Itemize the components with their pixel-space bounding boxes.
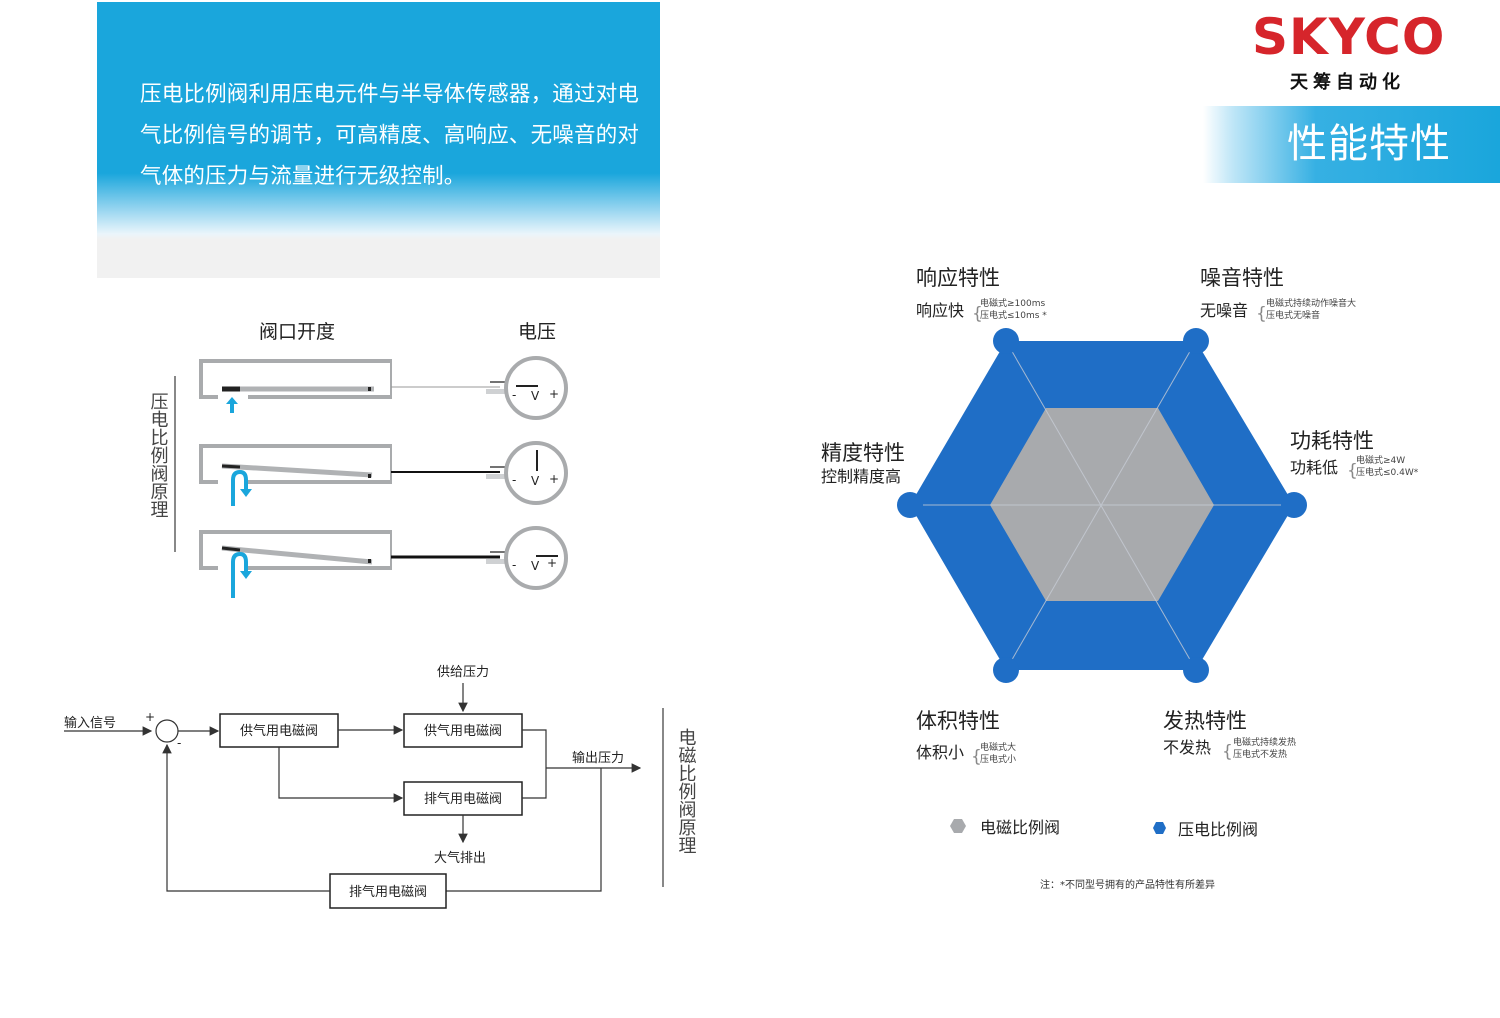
col-valve-label: 阀口开度	[259, 321, 335, 343]
meter2-minus: -	[512, 473, 516, 487]
axis-noise-note1: 电磁式持续动作噪音大	[1266, 297, 1356, 309]
axis-power-title: 功耗特性	[1290, 429, 1374, 453]
axis-noise-note2: 压电式无噪音	[1266, 309, 1320, 321]
performance-tab: 性能特性	[1203, 106, 1500, 183]
svg-text:{: {	[1222, 742, 1233, 762]
svg-text:{: {	[1347, 461, 1358, 481]
meter1-minus: -	[512, 388, 516, 402]
solenoid-control-diagram: 输入信号 + - 供气用电磁阀 供给压力 供气用电磁阀 排气用电磁阀 输出压力 …	[64, 665, 697, 909]
legend-electromagnetic-icon	[950, 819, 966, 833]
valve-state-half-open: - V +	[199, 441, 568, 506]
col-voltage-label: 电压	[518, 321, 556, 343]
legend-electromagnetic-label: 电磁比例阀	[980, 818, 1060, 837]
valve-state-open: - V +	[199, 526, 568, 598]
axis-heat-note2: 压电式不发热	[1233, 748, 1287, 760]
meter1-plus: +	[549, 387, 559, 401]
exhaust-valve-label-2: 排气用电磁阀	[349, 884, 427, 900]
input-signal-label: 输入信号	[64, 715, 116, 731]
supply-valve-box-1	[219, 713, 339, 748]
axis-response-title: 响应特性	[916, 266, 1000, 290]
valve-state-closed: - V +	[199, 356, 568, 420]
intro-text: 压电比例阀利用压电元件与半导体传感器，通过对电气比例信号的调节，可高精度、高响应…	[140, 82, 640, 189]
meter3-v: V	[531, 559, 540, 573]
output-pressure-label: 输出压力	[572, 750, 624, 766]
meter3-plus: +	[547, 556, 557, 570]
logo-subtitle: 天筹自动化	[1290, 72, 1405, 93]
piezo-principle-diagram: 阀口开度 电压 压电比例阀原理 - V + - V +	[148, 321, 568, 598]
exhaust-valve-label-1: 排气用电磁阀	[424, 791, 502, 807]
solenoid-side-label: 电磁比例阀原理	[676, 728, 697, 854]
axis-noise-title: 噪音特性	[1200, 266, 1284, 290]
meter2-v: V	[531, 474, 540, 488]
exhaust-atmosphere-label: 大气排出	[434, 850, 486, 866]
svg-text:{: {	[1256, 304, 1267, 324]
axis-volume-note2: 压电式小	[980, 753, 1016, 765]
meter3-minus: -	[512, 558, 516, 572]
axis-precision-title: 精度特性	[821, 441, 905, 465]
performance-radar: 响应特性 响应快 { 电磁式≥100ms 压电式≤10ms * 噪音特性 无噪音…	[821, 266, 1419, 891]
axis-power-sub: 功耗低	[1290, 458, 1338, 477]
vertex-dot-noise	[1183, 328, 1209, 354]
meter2-plus: +	[549, 472, 559, 486]
axis-response-sub: 响应快	[916, 301, 964, 320]
vertex-dot-power	[1281, 492, 1307, 518]
axis-power-note2: 压电式≤0.4W*	[1356, 466, 1419, 478]
sum-minus: -	[177, 736, 181, 750]
axis-noise-sub: 无噪音	[1200, 301, 1248, 320]
vertex-dot-response	[993, 328, 1019, 354]
axis-response-note2: 压电式≤10ms *	[980, 309, 1047, 321]
supply-valve-label-2: 供气用电磁阀	[424, 723, 502, 739]
piezo-side-label: 压电比例阀原理	[148, 392, 169, 518]
supply-valve-label-1: 供气用电磁阀	[240, 723, 318, 739]
axis-volume-note1: 电磁式大	[980, 741, 1016, 753]
meter1-v: V	[531, 389, 540, 403]
summing-junction	[155, 719, 179, 743]
axis-heat-sub: 不发热	[1163, 738, 1211, 757]
axis-power-note1: 电磁式≥4W	[1356, 454, 1405, 466]
skyco-logo: SKYCO 天筹自动化	[1252, 8, 1482, 98]
axis-precision-sub: 控制精度高	[821, 467, 901, 486]
axis-response-note1: 电磁式≥100ms	[980, 297, 1045, 309]
sum-plus: +	[145, 710, 155, 724]
supply-valve-box-2	[403, 713, 523, 748]
svg-text:{: {	[972, 304, 983, 324]
legend-piezo-icon	[1153, 822, 1166, 834]
axis-heat-note1: 电磁式持续发热	[1233, 736, 1296, 748]
vertex-dot-precision	[897, 492, 923, 518]
legend-piezo-label: 压电比例阀	[1178, 820, 1258, 839]
axis-heat-title: 发热特性	[1163, 709, 1247, 733]
logo-wordmark: SKYCO	[1252, 8, 1446, 66]
performance-title: 性能特性	[1287, 121, 1451, 167]
intro-banner: 压电比例阀利用压电元件与半导体传感器，通过对电气比例信号的调节，可高精度、高响应…	[97, 2, 660, 278]
axis-volume-title: 体积特性	[916, 709, 1000, 733]
svg-text:{: {	[971, 747, 982, 767]
axis-volume-sub: 体积小	[916, 743, 964, 762]
vertex-dot-volume	[993, 657, 1019, 683]
vertex-dot-heat	[1183, 657, 1209, 683]
supply-pressure-label: 供给压力	[437, 665, 489, 680]
radar-footnote: 注：*不同型号拥有的产品特性有所差异	[1040, 878, 1215, 891]
